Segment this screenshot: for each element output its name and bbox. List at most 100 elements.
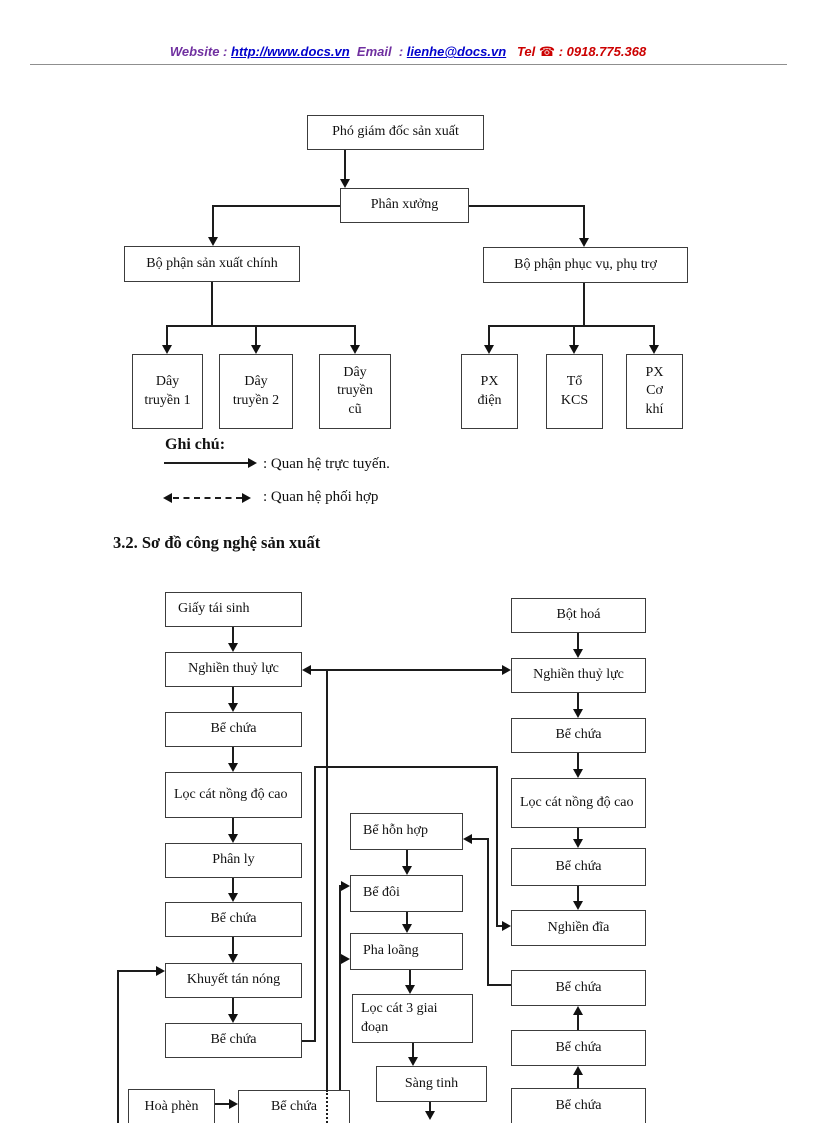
header-divider — [30, 64, 787, 65]
connector-right-branch-bar — [489, 325, 655, 327]
flow-box-be-chua-r5: Bể chứa — [511, 848, 646, 886]
connector-hydrapulper-left-head — [302, 665, 311, 675]
org-box-main-production: Bộ phận sản xuất chính — [124, 246, 300, 282]
legend-dashed-line — [173, 497, 242, 499]
arrowhead-workshop — [340, 179, 350, 188]
connector-workshop-right — [469, 205, 585, 207]
flow-arrow-m3-m4-line — [409, 970, 411, 985]
legend-dashed-label: : Quan hệ phối hợp — [263, 489, 379, 505]
flow-box-be-chua-bottom: Bể chứa — [238, 1090, 350, 1123]
connector-workshop-left-drop — [212, 205, 214, 239]
arrowhead-px-co-khi — [649, 345, 659, 354]
connector-feedback-into-refiner — [496, 925, 503, 927]
legend-dashed-arrowhead-left — [163, 493, 172, 503]
connector-root-to-workshop — [344, 150, 346, 181]
arrowhead-khuyet-tan-nong — [156, 966, 165, 976]
flow-arrow-l3-l4-head — [228, 763, 238, 772]
connector-left-branch-bar — [166, 325, 356, 327]
website-link[interactable]: http://www.docs.vn — [231, 44, 350, 59]
connector-workshop-right-drop — [583, 205, 585, 240]
arrowhead-line1 — [162, 345, 172, 354]
connector-hydrapulper-link — [306, 669, 507, 671]
flow-arrow-l2-l3-head — [228, 703, 238, 712]
flow-arrow-l2-l3-line — [232, 687, 234, 703]
arrowhead-be-chua-bottom — [229, 1099, 238, 1109]
connector-drop-line-old — [354, 325, 356, 347]
flow-arrow-l1-l2-line — [232, 627, 234, 643]
flow-box-khuyet-tan-nong: Khuyết tán nóng — [165, 963, 302, 998]
connector-drop-line1 — [166, 325, 168, 347]
connector-hoa-phen-out — [215, 1103, 230, 1105]
connector-into-mixer — [472, 838, 488, 840]
legend-solid-line — [164, 462, 249, 464]
email-label: Email : — [349, 44, 407, 59]
org-box-line2: Dây truyền 2 — [219, 354, 293, 429]
connector-right-branch-stem — [583, 283, 585, 326]
flow-arrow-r2-r3-head — [573, 709, 583, 718]
email-link[interactable]: lienhe@docs.vn — [406, 44, 507, 59]
flow-arrow-m4-m5-line — [412, 1043, 414, 1057]
connector-phen-riser — [339, 885, 341, 1090]
org-box-line1: Dây truyền 1 — [132, 354, 203, 429]
flow-box-hoa-phen: Hoà phèn — [128, 1089, 215, 1123]
flow-arrow-l5-l6-line — [232, 878, 234, 893]
flow-arrow-r9-r8-line — [577, 1075, 579, 1088]
flow-arrow-m3-m4-head — [405, 985, 415, 994]
connector-hydrapulper-right-head — [502, 665, 511, 675]
website-label: Website : — [169, 44, 231, 59]
flow-arrow-m2-m3-line — [406, 912, 408, 924]
tel-number: : 0918.775.368 — [555, 44, 647, 59]
flow-box-be-chua-l3: Bể chứa — [165, 712, 302, 747]
org-box-px-co-khi: PX Cơ khí — [626, 354, 683, 429]
connector-whitewater-dotted — [326, 1090, 328, 1123]
phone-icon: ☎ — [538, 44, 556, 59]
flow-arrow-l7-l8-head — [228, 1014, 238, 1023]
tel-label: Tel — [506, 44, 539, 59]
page-header: Website : http://www.docs.vn Email : lie… — [0, 44, 816, 60]
arrowhead-be-doi — [341, 881, 350, 891]
arrowhead-to-kcs — [569, 345, 579, 354]
flow-arrow-m1-m2-head — [402, 866, 412, 875]
flow-arrow-m2-m3-head — [402, 924, 412, 933]
flow-arrow-r5-r6-line — [577, 886, 579, 901]
flow-box-bot-hoa: Bột hoá — [511, 598, 646, 633]
connector-stack-up — [487, 838, 489, 985]
flow-arrow-l6-l7-line — [232, 937, 234, 954]
flow-box-loc-cat-left: Lọc cát nồng độ cao — [165, 772, 302, 818]
connector-whitewater-drop — [326, 670, 328, 1090]
org-box-workshop: Phân xưởng — [340, 188, 469, 223]
connector-drop-line2 — [255, 325, 257, 347]
arrowhead-px-dien — [484, 345, 494, 354]
flow-arrow-l4-l5-line — [232, 818, 234, 834]
connector-feedback-start — [302, 1040, 316, 1042]
flow-arrow-m5-out-line — [429, 1102, 431, 1111]
flow-box-be-chua-r7: Bể chứa — [511, 970, 646, 1006]
flow-arrow-l6-l7-head — [228, 954, 238, 963]
flow-arrow-r4-r5-head — [573, 839, 583, 848]
connector-feedback-top — [314, 766, 498, 768]
connector-left-branch-stem — [211, 282, 213, 326]
org-box-support: Bộ phận phục vụ, phụ trợ — [483, 247, 688, 283]
legend-title: Ghi chú: — [165, 436, 226, 453]
flow-arrow-r3-r4-head — [573, 769, 583, 778]
org-box-to-kcs: Tổ KCS — [546, 354, 603, 429]
legend-dashed-arrowhead-right — [242, 493, 251, 503]
arrowhead-nghien-dia — [502, 921, 511, 931]
connector-drop-px-dien — [488, 325, 490, 347]
flow-arrow-l1-l2-head — [228, 643, 238, 652]
flow-box-be-chua-r3: Bể chứa — [511, 718, 646, 753]
org-box-root: Phó giám đốc sản xuất — [307, 115, 484, 150]
connector-drop-to-kcs — [573, 325, 575, 347]
arrowhead-be-hon-hop — [463, 834, 472, 844]
flow-arrow-r8-r7-head — [573, 1006, 583, 1015]
connector-stack-out — [487, 984, 511, 986]
flow-box-be-chua-r8: Bể chứa — [511, 1030, 646, 1066]
arrowhead-pha-loang — [341, 954, 350, 964]
flow-box-sang-tinh: Sàng tinh — [376, 1066, 487, 1102]
connector-feedback-down — [496, 766, 498, 926]
flow-arrow-r9-r8-head — [573, 1066, 583, 1075]
flow-box-be-doi: Bể đôi — [350, 875, 463, 912]
org-box-line-old: Dây truyền cũ — [319, 354, 391, 429]
connector-feedback-up — [314, 766, 316, 1042]
flow-box-nghien-thuy-luc-left: Nghiền thuỷ lực — [165, 652, 302, 687]
